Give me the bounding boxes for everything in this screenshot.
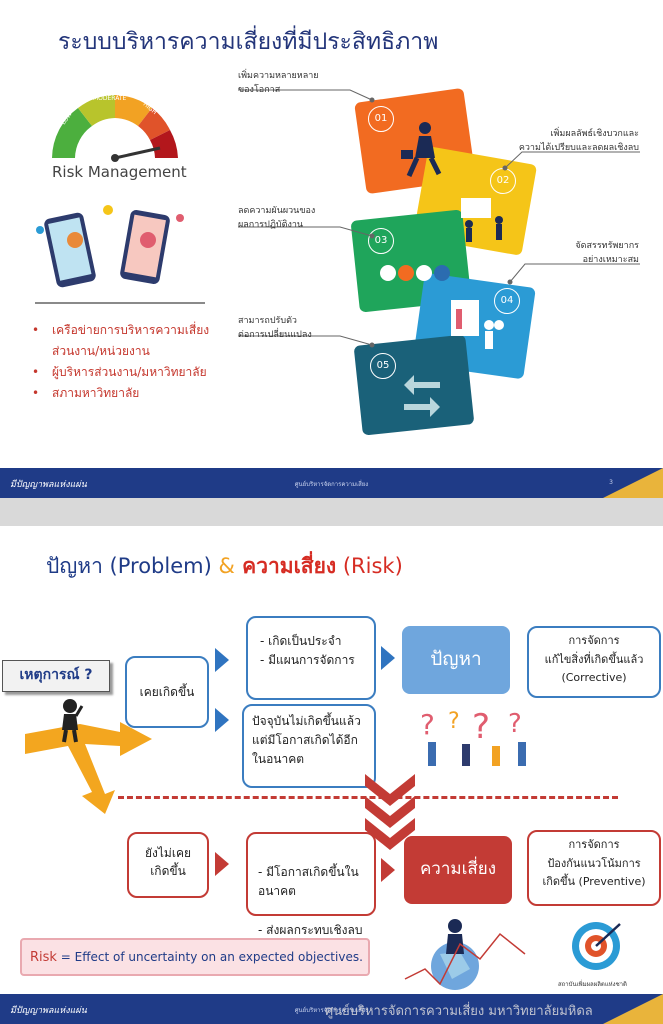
piece-number-05: 05	[370, 353, 396, 379]
event-box: เหตุการณ์ ?	[2, 660, 110, 692]
happened-box: เคยเกิดขึ้น	[125, 656, 209, 728]
institute-label: สถาบันเพิ่มผลผลิตแห่งชาติ	[558, 981, 627, 988]
risk-box: ความเสี่ยง	[404, 836, 512, 904]
svg-text:?: ?	[420, 708, 435, 741]
chevron-up-icon	[215, 648, 229, 672]
svg-text:?: ?	[508, 709, 522, 739]
bullet-item: สภามหาวิทยาลัย	[30, 383, 209, 404]
title-problem-en: (Problem)	[102, 554, 219, 578]
phones-illustration	[35, 205, 205, 304]
callout-05-label: สามารถปรับตัว ต่อการเปลี่ยนแปลง	[238, 316, 312, 340]
swap-arrows-icon	[404, 375, 440, 417]
happened-item: - เกิดเป็นประจำ	[260, 634, 342, 648]
happened-item: - มีแผนการจัดการ	[260, 653, 355, 668]
crossroads-figure-icon	[25, 699, 152, 814]
footer-center-text: ศูนย์บริหารจัดการความเสี่ยง	[294, 1007, 369, 1014]
title-problem-th: ปัญหา	[46, 554, 103, 578]
slide1-footer: มีปัญญาพลแห่งแผ่น ศูนย์บริหารจัดการความเ…	[0, 468, 663, 498]
happened-detail-box: - เกิดเป็นประจำ - มีแผนการจัดการ	[246, 616, 376, 700]
team-chart-icon	[461, 198, 503, 242]
piece-number-03: 03	[368, 228, 394, 254]
never-item: - มีโอกาสเกิดขึ้นใน อนาคต	[258, 865, 359, 899]
piece-number-01: 01	[368, 106, 394, 132]
svg-text:?: ?	[448, 709, 460, 734]
bullet-item: ผู้บริหารส่วนงาน/มหาวิทยาลัย	[30, 362, 209, 383]
definition-risk-word: Risk	[30, 950, 57, 965]
callout-01-label: เพิ่มความหลายหลาย ของโอกาส	[238, 71, 319, 95]
not-now-box: ปัจจุบันไม่เกิดขึ้นแล้ว แต่มีโอกาสเกิดได…	[242, 704, 376, 788]
university-logo-text: มีปัญญาพลแห่งแผ่น	[10, 480, 87, 490]
risk-definition-box: Risk = Effect of uncertainty on an expec…	[20, 938, 370, 976]
slide2-footer: มีปัญญาพลแห่งแผ่น ศูนย์บริหารจัดการความเ…	[0, 994, 663, 1024]
definition-text: = Effect of uncertainty on an expected o…	[56, 950, 363, 964]
chevron-right-icon	[381, 646, 395, 670]
callout-02-label: เพิ่มผลลัพธ์เชิงบวกและ ความได้เปรียบและล…	[518, 129, 639, 153]
title-risk-th: ความเสี่ยง	[234, 554, 337, 578]
bullet-list: เครือข่ายการบริหารความเสี่ยง ส่วนงาน/หน่…	[30, 320, 209, 404]
down-chevrons-icon	[365, 774, 415, 850]
presentation-icon	[451, 300, 504, 349]
preventive-box: การจัดการ ป้องกันแนวโน้มการ เกิดขึ้น (Pr…	[527, 830, 661, 906]
target-icon	[572, 922, 621, 970]
risk-management-label: Risk Management	[52, 163, 187, 181]
piece-number-04: 04	[494, 288, 520, 314]
question-people-icon: ? ? ? ?	[420, 707, 526, 766]
footer-center-text: ศูนย์บริหารจัดการความเสี่ยง	[294, 481, 369, 488]
never-item: - ส่งผลกระทบเชิงลบ	[258, 922, 363, 937]
slide-effective-risk-system: ระบบบริหารความเสี่ยงที่มีประสิทธิภาพ LOW…	[0, 0, 663, 498]
title-risk-en: (Risk)	[336, 554, 403, 578]
slide-title: ปัญหา (Problem) & ความเสี่ยง (Risk)	[46, 550, 403, 583]
chevron-down-icon	[215, 708, 229, 732]
footer-gold-corner	[603, 468, 663, 498]
problem-box: ปัญหา	[402, 626, 510, 694]
never-box: ยังไม่เคย เกิดขึ้น	[127, 832, 209, 898]
bullet-item: เครือข่ายการบริหารความเสี่ยง ส่วนงาน/หน่…	[30, 320, 209, 362]
university-logo-text: มีปัญญาพลแห่งแผ่น	[10, 1006, 87, 1016]
risk-gauge-icon	[52, 95, 178, 162]
callout-lines	[238, 89, 640, 348]
businessman-icon	[401, 122, 442, 178]
slide-title: ระบบบริหารความเสี่ยงที่มีประสิทธิภาพ	[58, 29, 439, 55]
never-detail-box: - มีโอกาสเกิดขึ้นใน อนาคต - ส่งผลกระทบเช…	[246, 832, 376, 937]
pie-charts-icon	[380, 265, 450, 281]
slide-problem-vs-risk: ปัญหา (Problem) & ความเสี่ยง (Risk) เหตุ…	[0, 526, 663, 1024]
title-ampersand: &	[218, 554, 235, 578]
globe-businessman-icon	[404, 919, 526, 990]
watermark-text: ศูนย์บริหารจัดการความเสี่ยง มหาวิทยาลัยม…	[325, 1004, 593, 1019]
dashed-divider	[118, 796, 618, 799]
chevron-right-red-icon	[215, 852, 229, 876]
callout-03-label: ลดความผันผวนของ ผลการปฏิบัติงาน	[238, 206, 316, 230]
svg-text:?: ?	[472, 707, 490, 747]
chevron-right-red-icon	[381, 858, 395, 882]
callout-04-label: จัดสรรทรัพยากร อย่างเหมาะสม	[575, 241, 639, 265]
gauge-moderate-label: MODERATE	[93, 95, 127, 102]
corrective-box: การจัดการ แก้ไขสิ่งที่เกิดขึ้นแล้ว (Corr…	[527, 626, 661, 698]
footer-gold-corner	[603, 994, 663, 1024]
